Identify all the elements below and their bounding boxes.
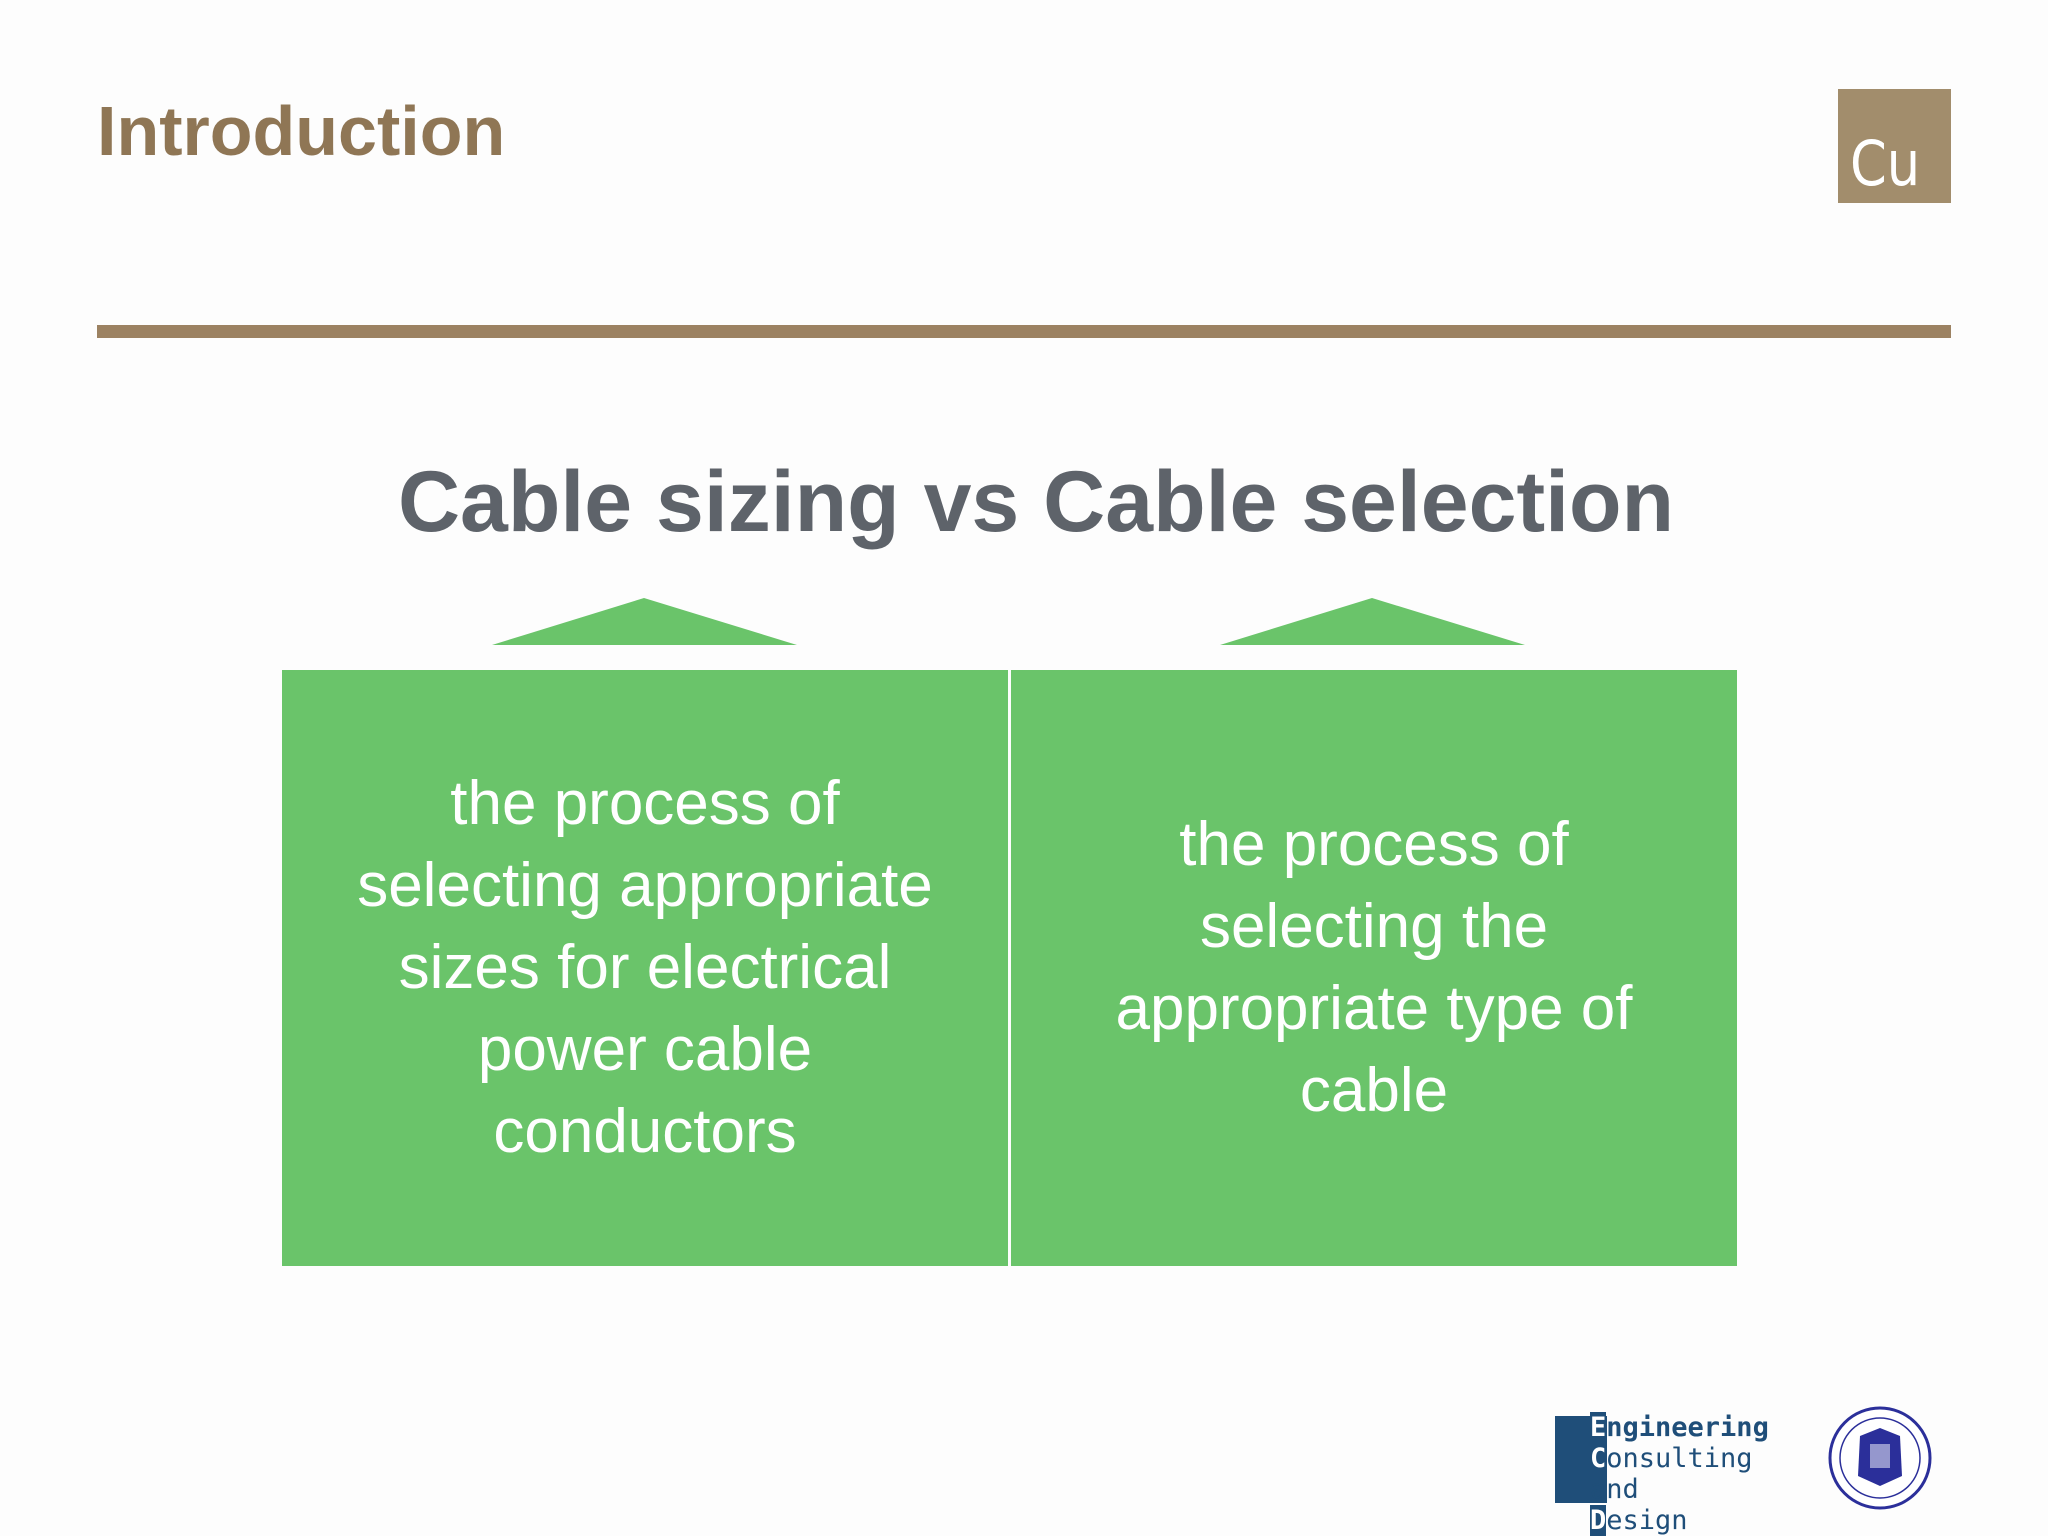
slide-heading: Cable sizing vs Cable selection [397, 454, 1675, 550]
definition-text: the process of selecting the appropriate… [1115, 810, 1633, 1125]
arrow-up-icon [492, 598, 797, 645]
definition-text: the process of selecting appropriate siz… [357, 769, 933, 1166]
arrow-up-icon [1220, 598, 1525, 645]
definition-box-selection: the process of selecting the appropriate… [1011, 670, 1737, 1266]
logo-line: ngineering [1606, 1412, 1769, 1443]
definition-box-sizing: the process of selecting appropriate siz… [282, 670, 1008, 1266]
ecd-logo: Engineering Consulting and Design [1555, 1412, 1815, 1536]
cu-badge-label: Cu [1850, 127, 1921, 200]
title-divider [97, 325, 1951, 338]
cu-badge: Cu [1838, 89, 1951, 203]
university-seal-icon [1828, 1406, 1932, 1510]
slide-title: Introduction [97, 92, 506, 170]
